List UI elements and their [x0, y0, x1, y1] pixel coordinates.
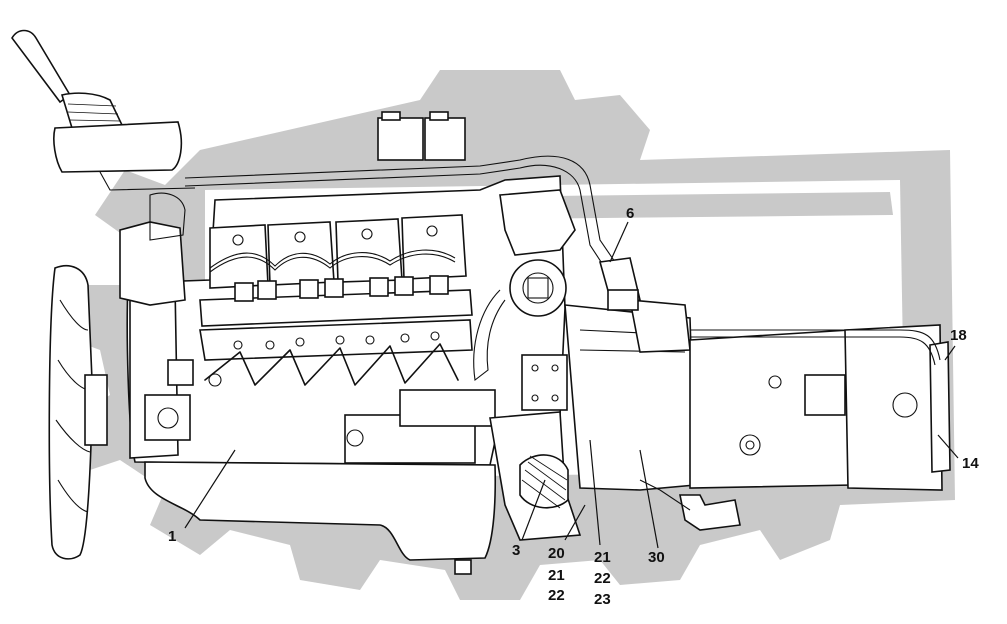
- starter-motor: [344, 389, 496, 464]
- callout-22-right: 22: [594, 570, 611, 587]
- callout-14: 14: [962, 455, 979, 472]
- gearbox: [639, 324, 951, 531]
- injector-row: [234, 275, 449, 302]
- callout-labels: 1 3 6 14 18 20 21 22 21 22 23 30: [168, 205, 979, 608]
- callout-18: 18: [950, 327, 967, 344]
- gearshift-lever: [11, 29, 196, 191]
- callout-23: 23: [594, 591, 611, 608]
- leader-20: [564, 504, 586, 541]
- callout-20: 20: [548, 545, 565, 562]
- engine-block: [119, 111, 621, 575]
- leader-1: [184, 449, 236, 529]
- leader-lines: [184, 221, 959, 549]
- callout-30: 30: [648, 549, 665, 566]
- turbocharger: [473, 189, 576, 382]
- leader-6: [609, 221, 629, 263]
- callout-21-right: 21: [594, 549, 611, 566]
- leader-14: [937, 434, 959, 459]
- leader-18: [944, 345, 956, 361]
- leader-30: [639, 449, 659, 549]
- clutch-housing: [489, 299, 696, 541]
- callout-6: 6: [626, 205, 634, 222]
- valve-bracket: [598, 257, 641, 311]
- callout-3: 3: [512, 542, 520, 559]
- callout-22-left: 22: [548, 587, 565, 604]
- leader-21: [589, 439, 601, 546]
- leader-3: [521, 479, 546, 541]
- callout-1: 1: [168, 528, 176, 545]
- callout-21-left: 21: [548, 567, 565, 584]
- cooling-fan: [48, 264, 108, 560]
